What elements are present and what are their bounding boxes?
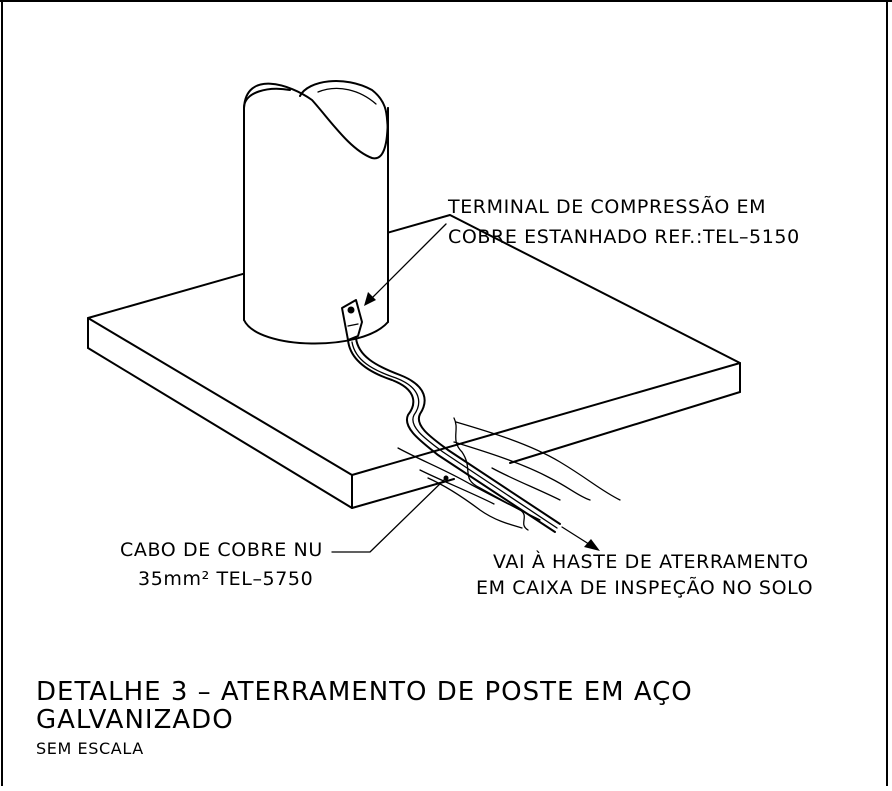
destination-arrow [561, 526, 600, 551]
terminal-label-line1: TERMINAL DE COMPRESSÃO EM [447, 195, 766, 218]
detail-title-line1: DETALHE 3 – ATERRAMENTO DE POSTE EM AÇO [36, 677, 693, 707]
cable-label-line1: CABO DE COBRE NU [120, 539, 323, 561]
soil-break-lines [397, 417, 621, 531]
compression-terminal [341, 299, 363, 341]
destination-label-line1: VAI À HASTE DE ATERRAMENTO [493, 550, 809, 573]
detail-title-line2: GALVANIZADO [36, 705, 234, 735]
concrete-base [87, 214, 741, 509]
copper-cable [347, 337, 561, 533]
cable-leader [331, 475, 449, 553]
cable-label-line2: 35mm² TEL–5750 [138, 568, 313, 590]
destination-label-line2: EM CAIXA DE INSPEÇÃO NO SOLO [476, 576, 813, 599]
scale-note: SEM ESCALA [36, 739, 144, 758]
terminal-leader [364, 223, 447, 306]
steel-pole [243, 80, 389, 345]
terminal-label-line2: COBRE ESTANHADO REF.:TEL–5150 [448, 226, 800, 248]
